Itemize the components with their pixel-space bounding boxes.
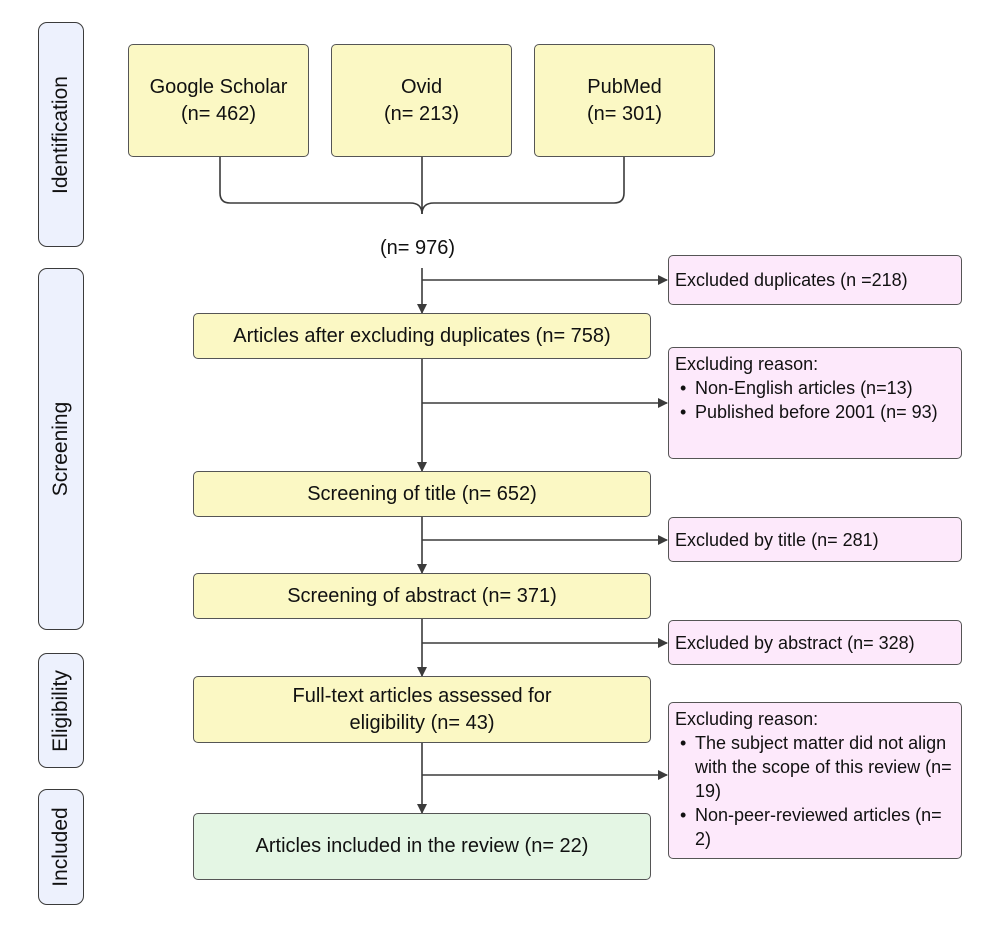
eligibility-exclusion-box: Excluding reason: The subject matter did… <box>668 702 962 859</box>
included-box: Articles included in the review (n= 22) <box>193 813 651 880</box>
language-reasons-list: Non-English articles (n=13) Published be… <box>675 376 938 424</box>
language-exclusion-header: Excluding reason: <box>675 354 819 374</box>
source-name: Ovid <box>400 75 443 98</box>
full-text-line1: Full-text articles assessed for <box>292 684 552 707</box>
language-reason-item: Non-English articles (n=13) <box>675 376 938 400</box>
stage-included: Included <box>38 789 84 905</box>
excluded-title-box: Excluded by title (n= 281) <box>668 517 962 562</box>
eligibility-reason-item: The subject matter did not align with th… <box>675 731 953 803</box>
eligibility-reason-item: Non-peer-reviewed articles (n= 2) <box>675 803 953 851</box>
eligibility-reasons-list: The subject matter did not align with th… <box>675 731 953 851</box>
source-count: (n= 301) <box>586 102 663 125</box>
full-text-line2: eligibility (n= 43) <box>349 711 495 734</box>
source-ovid: Ovid (n= 213) <box>331 44 512 157</box>
eligibility-exclusion-header: Excluding reason: <box>675 709 819 729</box>
after-duplicates-box: Articles after excluding duplicates (n= … <box>193 313 651 359</box>
source-count: (n= 462) <box>180 102 257 125</box>
full-text-box: Full-text articles assessed for eligibil… <box>193 676 651 743</box>
combined-total: (n= 976) <box>380 237 456 259</box>
stage-screening: Screening <box>38 268 84 630</box>
source-pubmed: PubMed (n= 301) <box>534 44 715 157</box>
excluded-abstract-box: Excluded by abstract (n= 328) <box>668 620 962 665</box>
stage-eligibility: Eligibility <box>38 653 84 768</box>
title-screening-box: Screening of title (n= 652) <box>193 471 651 517</box>
excluded-duplicates-box: Excluded duplicates (n =218) <box>668 255 962 305</box>
source-name: PubMed <box>587 75 662 98</box>
stage-identification: Identification <box>38 22 84 247</box>
abstract-screening-box: Screening of abstract (n= 371) <box>193 573 651 619</box>
source-google-scholar: Google Scholar (n= 462) <box>128 44 309 157</box>
source-name: Google Scholar <box>149 75 288 98</box>
language-exclusion-box: Excluding reason: Non-English articles (… <box>668 347 962 459</box>
language-reason-item: Published before 2001 (n= 93) <box>675 400 938 424</box>
source-count: (n= 213) <box>383 102 460 125</box>
